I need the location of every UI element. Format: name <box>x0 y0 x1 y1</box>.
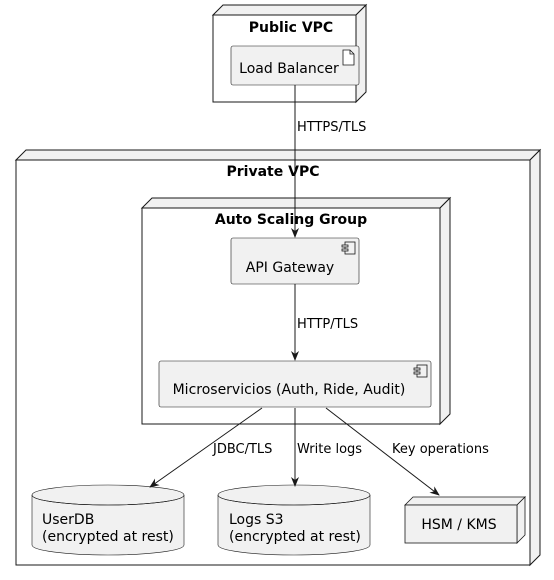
edge-microservices-to-userdb-label: JDBC/TLS <box>212 442 272 457</box>
auto-scaling-group-title: Auto Scaling Group <box>215 212 367 228</box>
load-balancer-label: Load Balancer <box>239 61 339 77</box>
artifact-icon <box>342 49 355 66</box>
edge-microservices-to-logs-label: Write logs <box>297 442 362 457</box>
hsm-kms-label: HSM / KMS <box>421 517 496 533</box>
load-balancer-artifact: Load Balancer <box>230 45 360 86</box>
microservices-label: Microservicios (Auth, Ride, Audit) <box>173 382 406 398</box>
edge-microservices-to-hsm: Key operations <box>325 407 489 496</box>
logs-s3-database: Logs S3 (encrypted at rest) <box>217 484 371 556</box>
edge-lb-to-api-label: HTTPS/TLS <box>297 120 366 135</box>
edge-lb-to-api: HTTPS/TLS <box>291 85 366 238</box>
component-icon <box>341 241 356 255</box>
userdb-subtitle: (encrypted at rest) <box>42 529 174 545</box>
public-vpc-title: Public VPC <box>249 20 333 36</box>
userdb-database: UserDB (encrypted at rest) <box>31 484 185 556</box>
logs-s3-name: Logs S3 <box>229 512 284 528</box>
microservices-component: Microservicios (Auth, Ride, Audit) <box>158 360 432 408</box>
edge-microservices-to-hsm-label: Key operations <box>392 442 489 457</box>
api-gateway-label: API Gateway <box>246 260 334 276</box>
api-gateway-component: API Gateway <box>230 237 360 285</box>
userdb-name: UserDB <box>42 512 94 528</box>
edge-api-to-microservices-label: HTTP/TLS <box>297 317 358 332</box>
hsm-kms-node: HSM / KMS <box>404 496 526 544</box>
edge-microservices-to-logs: Write logs <box>291 408 362 487</box>
edge-api-to-microservices: HTTP/TLS <box>291 284 358 361</box>
logs-s3-subtitle: (encrypted at rest) <box>229 529 361 545</box>
edge-microservices-to-userdb: JDBC/TLS <box>149 407 272 488</box>
component-icon <box>413 364 428 378</box>
private-vpc-title: Private VPC <box>227 164 320 180</box>
